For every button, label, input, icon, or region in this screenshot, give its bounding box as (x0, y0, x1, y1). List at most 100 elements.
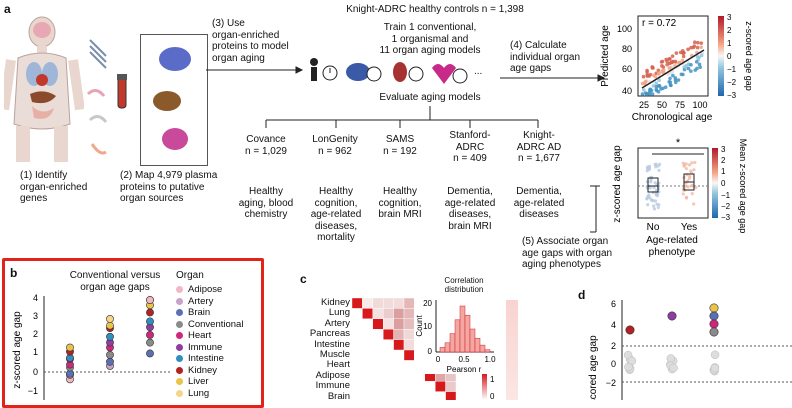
legend-item: Lung (176, 388, 243, 400)
panel-b-point (146, 331, 154, 339)
heatmap-cell (403, 329, 415, 340)
legend-label: Heart (188, 330, 212, 342)
box-point-yes (684, 166, 688, 171)
box-point-no (650, 198, 654, 202)
panel-b-point (66, 343, 74, 352)
panel-d-point (666, 354, 676, 363)
svg-text:1.0: 1.0 (484, 355, 496, 364)
boxplot-ylabel: z-scored age gap (612, 145, 623, 223)
panel-b-point (146, 308, 154, 317)
histogram-bar (444, 342, 451, 353)
age-scatter-plot: r = 0.72 40 60 80 100 25 50 75 100 Chron… (600, 13, 754, 123)
heatmap-row-label: Intestine (314, 338, 350, 350)
scatter-point (670, 60, 674, 65)
box-point-no (653, 181, 657, 185)
legend-swatch (176, 343, 183, 351)
heatmap-cell (403, 298, 415, 309)
box-point-yes (690, 192, 694, 196)
panel-d-point (709, 311, 719, 321)
scatter-point (667, 66, 672, 70)
panel-b-letter: b (10, 266, 18, 280)
brain-icon (346, 63, 370, 81)
scatter-point (679, 72, 684, 77)
histogram-bar (459, 305, 466, 353)
box-point-no (654, 162, 658, 166)
scatter-point (699, 45, 704, 50)
legend-label: Artery (188, 295, 214, 307)
panel-d-dotplot: z-scored age gap 6 4 2 0 −2 (588, 299, 792, 400)
heatmap-cell (393, 298, 405, 309)
scatter-colorbar-label: z-scored age gap (744, 21, 754, 91)
scatter-point (648, 72, 653, 77)
box-point-no (656, 205, 660, 210)
scatter-colorbar (718, 16, 724, 96)
phenotype-boxplot: * No Yes Age-related phenotype z-scored … (612, 137, 748, 258)
scatter-point (698, 65, 703, 69)
panel-b-point (106, 332, 114, 341)
heatmap-cell (372, 318, 384, 330)
svg-text:0: 0 (490, 392, 495, 400)
box-point-no (657, 203, 661, 207)
legend-label: Liver (188, 376, 209, 388)
legend-label: Conventional (188, 318, 244, 330)
scatter-point (650, 65, 655, 69)
heatmap-cell (393, 308, 405, 319)
legend-swatch (176, 389, 183, 397)
scatter-point (651, 84, 656, 88)
panel-b-point (106, 357, 114, 366)
svg-text:−1: −1 (721, 191, 731, 200)
heatmap-row-label: Pancreas (309, 328, 350, 340)
heatmap-row-label: Immune (315, 380, 350, 392)
svg-text:20: 20 (423, 299, 432, 308)
panel-b-point (106, 350, 114, 359)
heatmap-cell (445, 380, 457, 392)
heatmap-row-label: Muscle (319, 349, 350, 361)
box-point-yes (684, 162, 688, 166)
scatter-point (667, 57, 672, 61)
box-no (647, 177, 659, 193)
svg-text:2: 2 (727, 26, 732, 35)
scatter-point (695, 66, 699, 71)
scatter-point (677, 60, 681, 65)
svg-text:4: 4 (611, 320, 616, 330)
panel-c-colorbar: 1 0 (482, 374, 495, 400)
svg-text:−1: −1 (28, 386, 38, 396)
svg-text:0: 0 (721, 179, 726, 188)
svg-text:Pearson r: Pearson r (447, 365, 482, 374)
scatter-point (673, 59, 678, 64)
heatmap-cell (403, 339, 415, 351)
svg-text:0: 0 (727, 52, 732, 61)
box-point-no (657, 168, 661, 172)
scatter-point (689, 63, 693, 67)
heatmap-cell (445, 391, 457, 400)
heatmap-cell (383, 298, 394, 309)
heatmap-cell (383, 318, 394, 330)
box-point-no (646, 165, 650, 169)
legend-item: Kidney (176, 365, 243, 377)
heatmap-cell (403, 318, 415, 330)
scatter-point (670, 54, 675, 58)
box-point-yes (693, 160, 697, 165)
legend-label: Brain (188, 307, 211, 319)
xtick: 75 (675, 100, 685, 110)
panel-b-legend-title: Organ (176, 270, 204, 281)
box-point-no (645, 180, 650, 184)
scatter-point (699, 53, 704, 58)
scatter-point (671, 73, 675, 78)
histogram-bar (474, 337, 481, 353)
box-point-no (652, 204, 656, 208)
heatmap-cell (393, 318, 405, 330)
legend-item: Artery (176, 296, 243, 308)
box-point-no (645, 197, 649, 201)
svg-text:0: 0 (436, 355, 441, 364)
xtick-no: No (647, 222, 660, 233)
legend-label: Adipose (188, 284, 223, 296)
scatter-point (684, 63, 689, 68)
scatter-point (642, 81, 646, 86)
scatter-point (654, 81, 659, 86)
